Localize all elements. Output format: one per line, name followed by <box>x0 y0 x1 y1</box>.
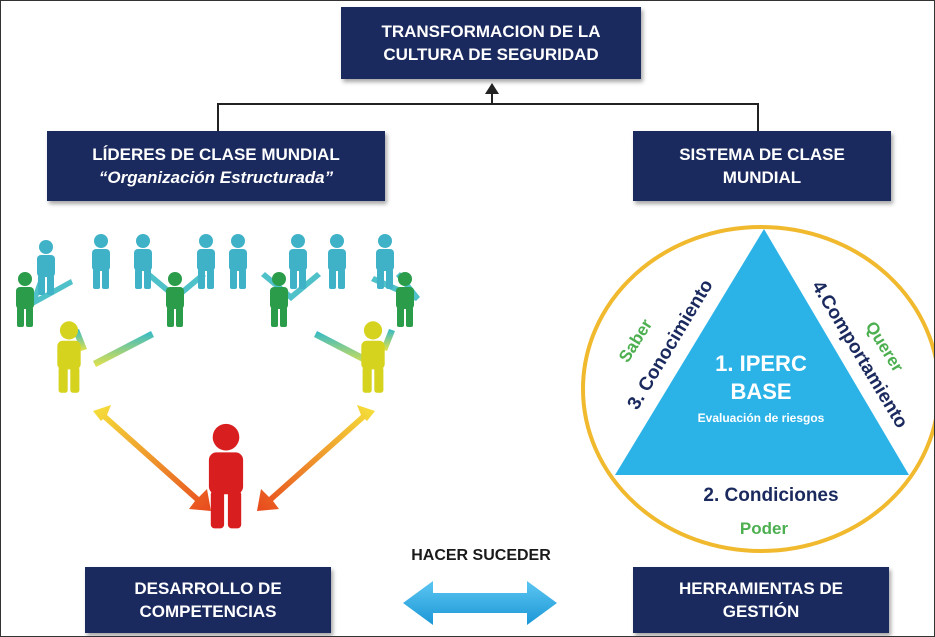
triangle-bottom-label: 2. Condiciones <box>703 485 839 506</box>
bottom-left-box-line1: DESARROLLO DE <box>134 579 282 598</box>
bottom-left-box-line2: COMPETENCIAS <box>139 602 277 621</box>
hacer-suceder-label: HACER SUCEDER <box>411 547 551 564</box>
left-box-line2: “Organización Estructurada” <box>98 168 334 187</box>
right-box-line1: SISTEMA DE CLASE <box>679 145 845 164</box>
triangle-center-line1: 1. IPERC <box>715 351 807 376</box>
bottom-right-box-line1: HERRAMIENTAS DE <box>678 579 844 598</box>
bottom-right-box-herramientas: HERRAMIENTAS DE GESTIÓN <box>633 567 889 633</box>
triangle-center-line2: BASE <box>730 379 792 404</box>
triangle-center-sub: Evaluación de riesgos <box>697 411 825 425</box>
left-box-line1: LÍDERES DE CLASE MUNDIAL <box>92 145 340 164</box>
bottom-right-box-line2: GESTIÓN <box>722 602 800 621</box>
bottom-left-box-desarrollo: DESARROLLO DE COMPETENCIAS <box>85 567 331 633</box>
connector-left-vertical <box>217 103 219 133</box>
connector-right-vertical <box>757 103 759 133</box>
connector-center-vertical <box>491 89 493 104</box>
left-box-lideres: LÍDERES DE CLASE MUNDIAL “Organización E… <box>47 131 385 201</box>
top-box-line2: CULTURA DE SEGURIDAD <box>383 45 599 64</box>
right-box-line2: MUNDIAL <box>722 168 802 187</box>
top-box-line1: TRANSFORMACION DE LA <box>381 22 601 41</box>
poder-label: Poder <box>739 519 789 538</box>
connector-horizontal <box>217 103 759 105</box>
top-box-transformacion: TRANSFORMACION DE LA CULTURA DE SEGURIDA… <box>341 7 641 79</box>
right-box-sistema: SISTEMA DE CLASE MUNDIAL <box>633 131 891 201</box>
